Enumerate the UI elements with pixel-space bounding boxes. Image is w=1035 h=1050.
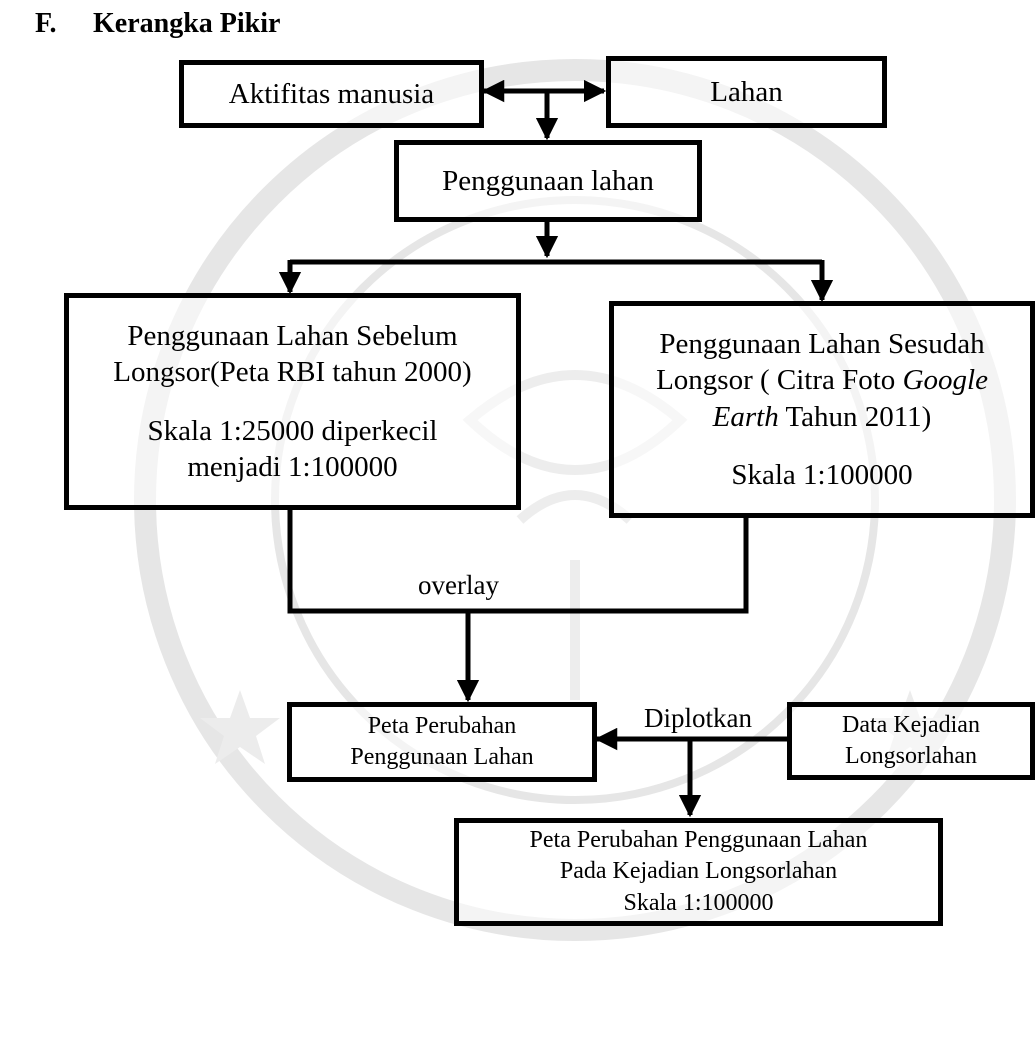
box-sebelum-longsor: Penggunaan Lahan Sebelum Longsor(Peta RB… [64, 293, 521, 510]
sebelum-line-3: Skala 1:25000 diperkecil [147, 414, 438, 447]
section-heading: F. Kerangka Pikir [35, 8, 280, 40]
sesudah-line-2-italic: Google [902, 364, 988, 397]
box-aktifitas-label: Aktifitas manusia [228, 77, 435, 110]
box-data-kejadian: Data Kejadian Longsorlahan [787, 702, 1035, 780]
peta-perubahan-line-2: Penggunaan Lahan [350, 744, 534, 770]
label-diplotkan: Diplotkan [644, 703, 752, 733]
peta-perubahan-line-1: Peta Perubahan [367, 712, 517, 739]
data-kejadian-line-2: Longsorlahan [845, 743, 977, 769]
sebelum-line-1: Penggunaan Lahan Sebelum [127, 320, 458, 352]
overlay-join [287, 510, 749, 614]
box-sesudah-longsor: Penggunaan Lahan Sesudah Longsor ( Citra… [609, 301, 1035, 518]
sesudah-line-4: Skala 1:100000 [731, 458, 913, 491]
box-penggunaan-label: Penggunaan lahan [442, 164, 654, 197]
section-title: Kerangka Pikir [93, 8, 281, 39]
sesudah-line-3: Earth Tahun 2011) [713, 399, 932, 435]
sebelum-line-2: Longsor(Peta RBI tahun 2000) [113, 356, 472, 389]
sesudah-line-2: Longsor ( Citra Foto Google [656, 362, 988, 398]
sebelum-line-4: menjadi 1:100000 [187, 450, 398, 483]
section-number: F. [35, 8, 57, 39]
peta-akhir-line-3: Skala 1:100000 [623, 889, 774, 916]
box-peta-perubahan: Peta Perubahan Penggunaan Lahan [287, 702, 597, 782]
box-aktifitas-manusia: Aktifitas manusia [179, 60, 484, 128]
sesudah-line-2-text: Longsor ( Citra Foto [656, 364, 903, 397]
peta-akhir-line-1: Peta Perubahan Penggunaan Lahan [529, 827, 868, 854]
box-penggunaan-lahan: Penggunaan lahan [394, 140, 702, 222]
box-lahan: Lahan [606, 56, 887, 128]
sesudah-line-1: Penggunaan Lahan Sesudah [659, 328, 985, 360]
label-overlay: overlay [418, 570, 499, 600]
box-peta-akhir: Peta Perubahan Penggunaan Lahan Pada Kej… [454, 818, 943, 926]
data-kejadian-line-1: Data Kejadian [842, 711, 980, 738]
peta-akhir-line-2: Pada Kejadian Longsorlahan [559, 858, 838, 885]
box-lahan-label: Lahan [710, 75, 783, 108]
sesudah-line-3-text: Tahun 2011) [778, 400, 932, 433]
sesudah-line-3-italic: Earth [712, 400, 779, 433]
